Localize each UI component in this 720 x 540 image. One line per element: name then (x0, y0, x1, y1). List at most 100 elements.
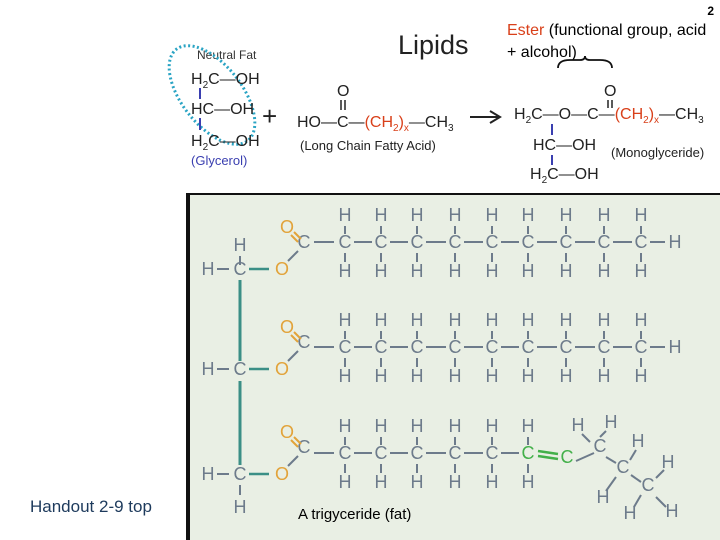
atom-c: C (375, 232, 388, 252)
ester-note-text: (functional group, acid + alcohol) (507, 22, 707, 61)
atom-h: H (449, 472, 462, 492)
atom-h: H (375, 366, 388, 386)
atom-c: C (560, 232, 573, 252)
atom-h: H (449, 205, 462, 225)
double-bond (537, 454, 559, 461)
atom-h: H (411, 310, 424, 330)
atom-h: H (597, 487, 610, 507)
atom-c: C (594, 436, 607, 456)
atom-h: H (635, 205, 648, 225)
atom-c: C (234, 359, 247, 379)
bond (290, 334, 299, 343)
atom-h: H (522, 310, 535, 330)
bond (655, 469, 665, 479)
atom-c: C (635, 337, 648, 357)
atom-h: H (522, 205, 535, 225)
atom-h: H (662, 452, 675, 472)
glycerol-label: (Glycerol) (191, 153, 248, 168)
atom-c: C (298, 437, 311, 457)
atom-h: H (635, 261, 648, 281)
atom-c: C (449, 443, 462, 463)
atom-h: H (375, 416, 388, 436)
atom-h: H (572, 415, 585, 435)
bond (655, 496, 667, 508)
atom-c: C (598, 232, 611, 252)
handout-label: Handout 2-9 top (30, 497, 152, 516)
atom-h: H (486, 261, 499, 281)
atom-c: C (234, 259, 247, 279)
monoglyceride-label: (Monoglyceride) (611, 145, 705, 160)
bond (575, 452, 595, 462)
atom-h: H (202, 359, 215, 379)
atom-h: H (339, 205, 352, 225)
neutral-fat-label: Neutral Fat (197, 48, 257, 62)
bond (287, 250, 299, 262)
atom-h: H (375, 310, 388, 330)
bond (605, 456, 617, 464)
triglyceride-panel-bg (186, 195, 720, 540)
double-bond (537, 449, 559, 456)
atom-c: C (598, 337, 611, 357)
atom-h: H (375, 205, 388, 225)
atom-h: H (339, 366, 352, 386)
glycerol-atoms-row2: HC—OH (191, 101, 254, 118)
atom-c: C (411, 337, 424, 357)
atom-o: O (280, 317, 294, 337)
arrow-right-icon (470, 110, 502, 124)
atom-h: H (635, 310, 648, 330)
esterification-reaction-diagram: H2C—OH HC—OH H2C—OH + O HO—C—(CH2)x—CH3 … (167, 44, 720, 195)
atom-h: H (234, 235, 247, 255)
atom-h: H (486, 366, 499, 386)
atom-c: C (298, 232, 311, 252)
atom-h: H (486, 310, 499, 330)
atom-c: C (339, 232, 352, 252)
atom-o: O (275, 464, 289, 484)
fatty-acid-structure: O HO—C—(CH2)x—CH3 (297, 83, 454, 134)
atom-c: C (617, 457, 630, 477)
panel-left-border (186, 195, 190, 540)
atom-c: C (522, 443, 535, 463)
bond (633, 494, 642, 508)
atom-h: H (375, 472, 388, 492)
atom-h: H (560, 261, 573, 281)
atom-c: C (375, 337, 388, 357)
fatty-acid-formula: HO—C—(CH2)x—CH3 (297, 114, 454, 134)
atom-c: C (339, 337, 352, 357)
atom-h: H (522, 366, 535, 386)
atom-c: C (449, 232, 462, 252)
atom-c: C (486, 232, 499, 252)
atom-c: C (522, 232, 535, 252)
glycerol-structure: H2C—OH HC—OH H2C—OH (167, 44, 260, 153)
atom-h: H (449, 310, 462, 330)
atom-h: H (624, 503, 637, 523)
triglyceride-label: A trigyceride (fat) (298, 506, 412, 523)
atom-c: C (411, 232, 424, 252)
atom-h: H (339, 310, 352, 330)
atom-c: C (449, 337, 462, 357)
fatty-acid-label: (Long Chain Fatty Acid) (300, 138, 436, 153)
atom-h: H (598, 261, 611, 281)
atom-h: H (411, 261, 424, 281)
bond (293, 331, 302, 340)
monoglyceride-row2: HC—OH (533, 137, 596, 154)
atom-c: C (234, 464, 247, 484)
atom-h: H (560, 366, 573, 386)
atom-c: C (486, 337, 499, 357)
atom-h: H (669, 337, 682, 357)
ester-note: Ester (functional group, acid + alcohol) (507, 20, 712, 64)
glycerol-atoms-row1: H2C—OH (191, 71, 260, 91)
bond (293, 231, 302, 240)
bond (290, 234, 299, 243)
atom-h: H (666, 501, 679, 521)
atom-h: H (411, 205, 424, 225)
bond (293, 436, 302, 445)
monoglyceride-row1: H2C—O—C—(CH2)x—CH3 (514, 106, 704, 126)
ester-word: Ester (507, 22, 545, 39)
page-title: Lipids (398, 30, 469, 60)
atom-o: O (280, 422, 294, 442)
glycerol-atoms-row3: H2C—OH (191, 133, 260, 153)
highlight-ring (167, 44, 257, 146)
slide-number: 2 (707, 4, 714, 18)
bond (629, 449, 637, 461)
